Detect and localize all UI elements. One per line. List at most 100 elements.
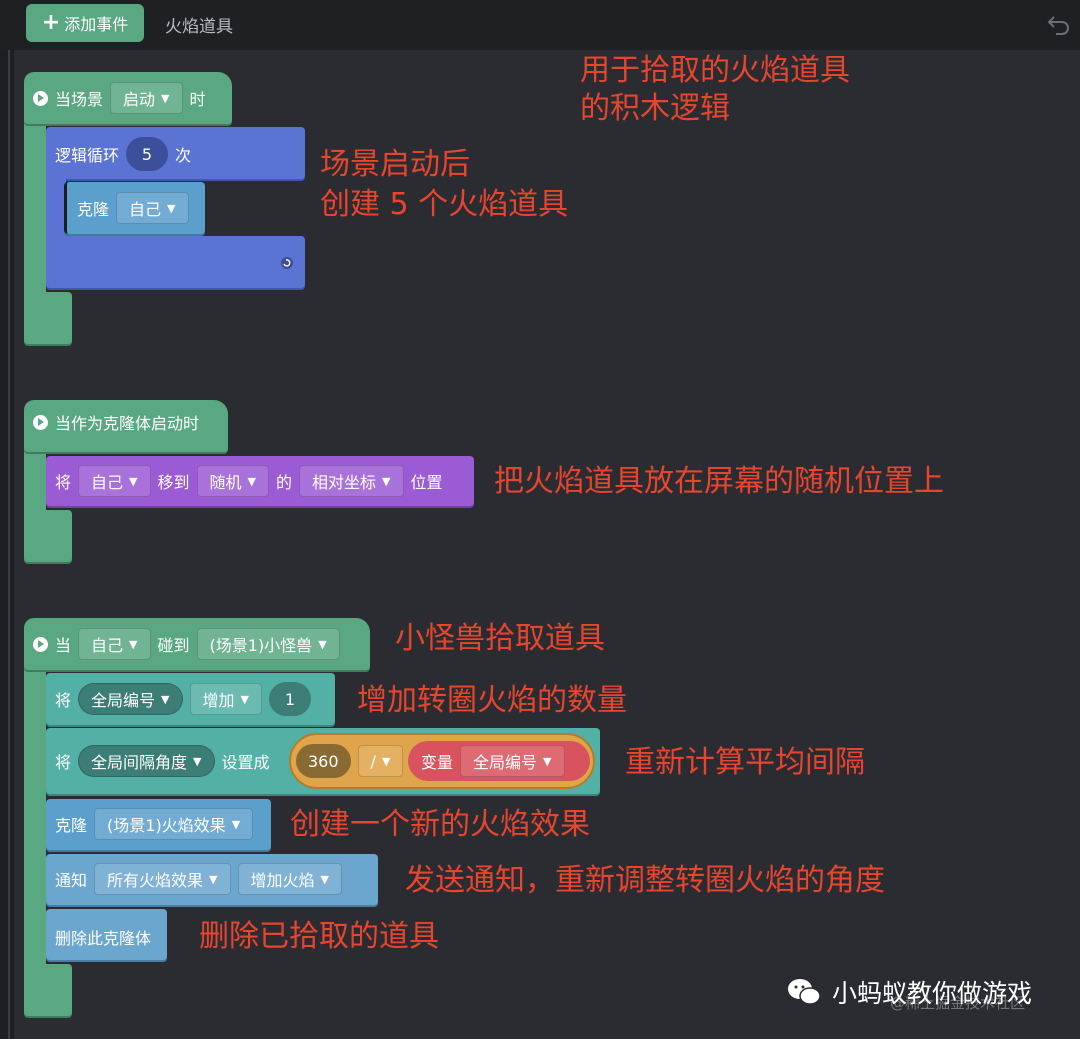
increase-op-value: 增加 (202, 691, 235, 710)
move-target-value: 自己 (91, 473, 124, 492)
watermark-name: 小蚂蚁教你做游戏 (832, 979, 1033, 1008)
chevron-down-icon: ▼ (382, 474, 391, 488)
move-verb: 移到 (157, 473, 190, 492)
event3-clone-label: 克隆 (55, 816, 88, 835)
clone-target-dropdown[interactable]: 自己 ▼ (116, 192, 189, 224)
chevron-down-icon: ▼ (231, 817, 241, 831)
event3-spine (24, 664, 46, 974)
event1-clone-block[interactable] (64, 182, 205, 234)
event1-end-cap (24, 292, 72, 344)
chevron-down-icon: ▼ (193, 754, 202, 768)
chevron-down-icon: ▼ (209, 872, 218, 886)
delete-clone-row: 删除此克隆体 (55, 925, 151, 949)
annotation-scene-start-line1: 场景启动后 (320, 147, 470, 182)
move-block[interactable] (46, 456, 474, 506)
set-var-dropdown[interactable]: 全局间隔角度 ▼ (78, 745, 215, 777)
set-var-row: 将 全局间隔角度 ▼ 设置成 (55, 745, 270, 777)
event3-clone-value: (场景1)火焰效果 (107, 816, 226, 835)
chevron-down-icon: ▼ (161, 91, 170, 105)
chevron-down-icon: ▼ (320, 872, 329, 886)
collide-object-dropdown[interactable]: (场景1)小怪兽 ▼ (196, 628, 340, 660)
increase-var-row: 将 全局编号 ▼ 增加 ▼ 1 (55, 682, 311, 716)
notify-message-value: 增加火焰 (250, 871, 315, 890)
move-suffix: 位置 (410, 473, 443, 492)
annotation-title-line2: 的积木逻辑 (580, 91, 730, 126)
divide-op-dropdown[interactable]: / ▼ (357, 745, 404, 777)
loop-repeat-icon (281, 257, 293, 269)
move-coord-value: 相对坐标 (312, 473, 377, 492)
collide-verb: 碰到 (157, 636, 190, 655)
variable-label: 变量 (421, 753, 454, 772)
move-dest-value: 随机 (209, 473, 242, 492)
collide-target-dropdown[interactable]: 自己 ▼ (78, 628, 151, 660)
plus-icon: + (41, 10, 61, 35)
increase-var-dropdown[interactable]: 全局编号 ▼ (78, 683, 183, 715)
event2-spine (24, 446, 46, 516)
divide-op-value: / (370, 751, 376, 771)
increase-op-dropdown[interactable]: 增加 ▼ (189, 683, 262, 715)
annotation-pickup: 小怪兽拾取道具 (395, 621, 605, 656)
event1-scene-dropdown[interactable]: 启动 ▼ (110, 82, 183, 114)
clone-label: 克隆 (77, 200, 110, 219)
chevron-down-icon: ▼ (240, 692, 249, 706)
event3-hat-block[interactable] (24, 618, 370, 670)
event3-hat-row: 当 自己 ▼ 碰到 (场景1)小怪兽 ▼ (33, 628, 340, 660)
undo-icon[interactable] (1046, 12, 1072, 36)
increase-value-input[interactable]: 1 (268, 682, 311, 716)
annotation-delete-item: 删除已拾取的道具 (199, 919, 439, 954)
chevron-down-icon: ▼ (318, 637, 327, 651)
move-dest-dropdown[interactable]: 随机 ▼ (196, 465, 269, 497)
chevron-down-icon: ▼ (129, 637, 138, 651)
variable-reporter[interactable] (408, 741, 590, 781)
watermark-sub: @稀土掘金技术社区 (890, 994, 1026, 1012)
annotation-random-position: 把火焰道具放在屏幕的随机位置上 (494, 464, 944, 499)
set-prefix: 将 (55, 753, 72, 772)
collide-object-value: (场景1)小怪兽 (209, 636, 313, 655)
move-target-dropdown[interactable]: 自己 ▼ (78, 465, 151, 497)
divide-row: 360 / ▼ (296, 744, 404, 778)
add-event-label: 添加事件 (64, 15, 129, 34)
event3-clone-dropdown[interactable]: (场景1)火焰效果 ▼ (94, 808, 254, 840)
watermark: 小蚂蚁教你做游戏 (786, 974, 1032, 1010)
event3-clone-block[interactable] (46, 799, 271, 850)
set-var-value: 全局间隔角度 (91, 753, 188, 772)
delete-clone-block[interactable] (46, 909, 167, 960)
variable-value: 全局编号 (473, 753, 538, 772)
annotation-title-line1: 用于拾取的火焰道具 (580, 53, 850, 88)
event2-hat-label: 当作为克隆体启动时 (55, 414, 200, 433)
play-icon (33, 636, 48, 652)
annotation-recalc-interval: 重新计算平均间隔 (625, 745, 865, 780)
left-gutter (0, 50, 14, 1039)
move-prefix: 将 (55, 473, 72, 492)
chevron-down-icon: ▼ (129, 474, 138, 488)
event1-scene-dropdown-value: 启动 (123, 90, 156, 109)
event2-hat-block[interactable] (24, 400, 228, 452)
loop-block[interactable] (46, 127, 305, 179)
loop-row: 逻辑循环 5 次 (55, 137, 191, 171)
move-coord-dropdown[interactable]: 相对坐标 ▼ (299, 465, 404, 497)
event1-hat-row: 当场景 启动 ▼ 时 (33, 82, 206, 114)
variable-dropdown[interactable]: 全局编号 ▼ (460, 745, 565, 777)
notify-target-dropdown[interactable]: 所有火焰效果 ▼ (94, 863, 231, 895)
chevron-down-icon: ▼ (543, 754, 552, 768)
notify-message-dropdown[interactable]: 增加火焰 ▼ (237, 863, 342, 895)
loop-block-side (46, 175, 66, 240)
event1-spine (24, 120, 46, 300)
add-event-button[interactable]: + 添加事件 (26, 4, 144, 42)
loop-count-input[interactable]: 5 (126, 137, 169, 171)
play-icon (33, 90, 48, 106)
notify-block[interactable] (46, 854, 378, 905)
annotation-new-effect: 创建一个新的火焰效果 (290, 807, 590, 842)
event3-clone-row: 克隆 (场景1)火焰效果 ▼ (55, 808, 254, 840)
event1-hat-suffix: 时 (189, 90, 206, 109)
chevron-down-icon: ▼ (161, 692, 170, 706)
tab-fire-item[interactable]: 火焰道具 (165, 17, 233, 37)
event1-hat-block[interactable] (24, 72, 232, 124)
clone-target-value: 自己 (129, 200, 162, 219)
divide-number-input[interactable]: 360 (296, 744, 351, 778)
event1-clone-row: 克隆 自己 ▼ (77, 192, 189, 224)
event3-hat-prefix: 当 (55, 636, 72, 655)
notify-target-value: 所有火焰效果 (107, 871, 204, 890)
top-toolbar: + 添加事件 火焰道具 (0, 0, 1080, 50)
loop-label: 逻辑循环 (55, 146, 120, 165)
